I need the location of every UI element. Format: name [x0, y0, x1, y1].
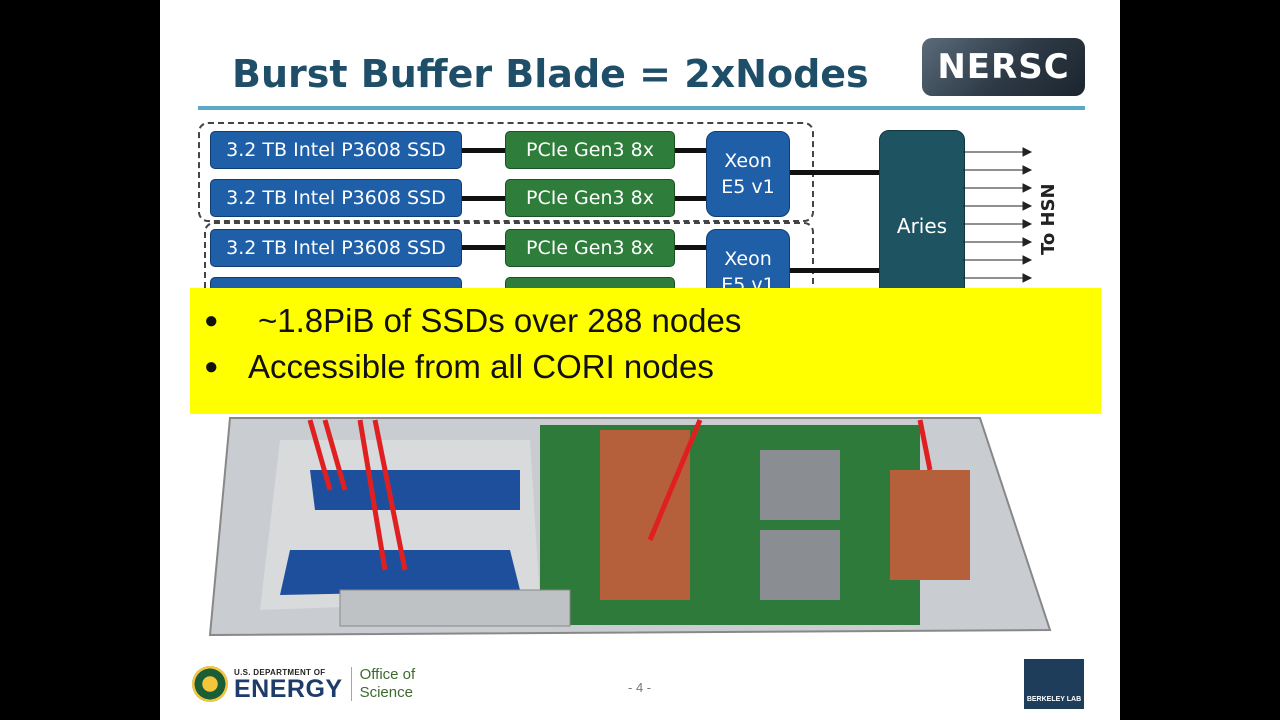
ssd-box: 3.2 TB Intel P3608 SSD — [210, 179, 462, 217]
hsn-links — [963, 147, 1033, 283]
bullet-dot-icon: ● — [204, 353, 219, 380]
doe-dept-text: U.S. DEPARTMENT OF — [234, 667, 326, 677]
doe-seal-icon — [192, 666, 228, 702]
office-line2: Science — [359, 684, 413, 701]
pcie-box: PCIe Gen3 8x — [505, 179, 675, 217]
connector-line — [460, 196, 505, 201]
nersc-logo-text: NERSC — [937, 47, 1070, 87]
xeon-label-line2: E5 v1 — [721, 176, 775, 198]
slide: Burst Buffer Blade = 2xNodes NERSC 3.2 T… — [160, 0, 1120, 720]
berkeley-lab-text: BERKELEY LAB — [1026, 696, 1082, 703]
doe-logo: U.S. DEPARTMENT OF ENERGY Office of Scie… — [192, 666, 415, 702]
highlight-callout: ● ~1.8PiB of SSDs over 288 nodes ● Acces… — [190, 288, 1101, 414]
callout-text: ~1.8PiB of SSDs over 288 nodes — [258, 302, 742, 339]
pcie-box: PCIe Gen3 8x — [505, 131, 675, 169]
ssd-box: 3.2 TB Intel P3608 SSD — [210, 131, 462, 169]
connector-line — [460, 245, 505, 250]
connector-line — [460, 148, 505, 153]
callout-text: Accessible from all CORI nodes — [248, 348, 714, 385]
bullet-dot-icon: ● — [204, 307, 219, 334]
xeon-label-line1: Xeon — [724, 248, 772, 270]
callout-bullet: ● Accessible from all CORI nodes — [204, 348, 714, 386]
hsn-label: To HSN — [1038, 183, 1059, 255]
logo-divider — [350, 667, 352, 701]
blade-photo — [208, 417, 1052, 637]
doe-wordmark: U.S. DEPARTMENT OF ENERGY — [234, 667, 343, 703]
connector-line — [673, 245, 706, 250]
xeon-label-line1: Xeon — [724, 150, 772, 172]
nersc-logo: NERSC — [922, 38, 1085, 96]
slide-title: Burst Buffer Blade = 2xNodes — [232, 52, 869, 96]
berkeley-lab-logo: BERKELEY LAB — [1024, 659, 1084, 709]
connector-line — [788, 268, 879, 273]
title-divider — [198, 106, 1085, 110]
connector-line — [673, 148, 706, 153]
doe-energy-text: ENERGY — [234, 674, 343, 703]
office-of-science: Office of Science — [360, 666, 416, 702]
connector-line — [788, 170, 879, 175]
xeon-cpu-box: Xeon E5 v1 — [706, 131, 790, 217]
connector-line — [673, 196, 706, 201]
office-line1: Office of — [359, 666, 416, 683]
pcie-box: PCIe Gen3 8x — [505, 229, 675, 267]
callout-bullet: ● ~1.8PiB of SSDs over 288 nodes — [204, 302, 741, 340]
ssd-box: 3.2 TB Intel P3608 SSD — [210, 229, 462, 267]
page-number: - 4 - — [628, 680, 652, 695]
